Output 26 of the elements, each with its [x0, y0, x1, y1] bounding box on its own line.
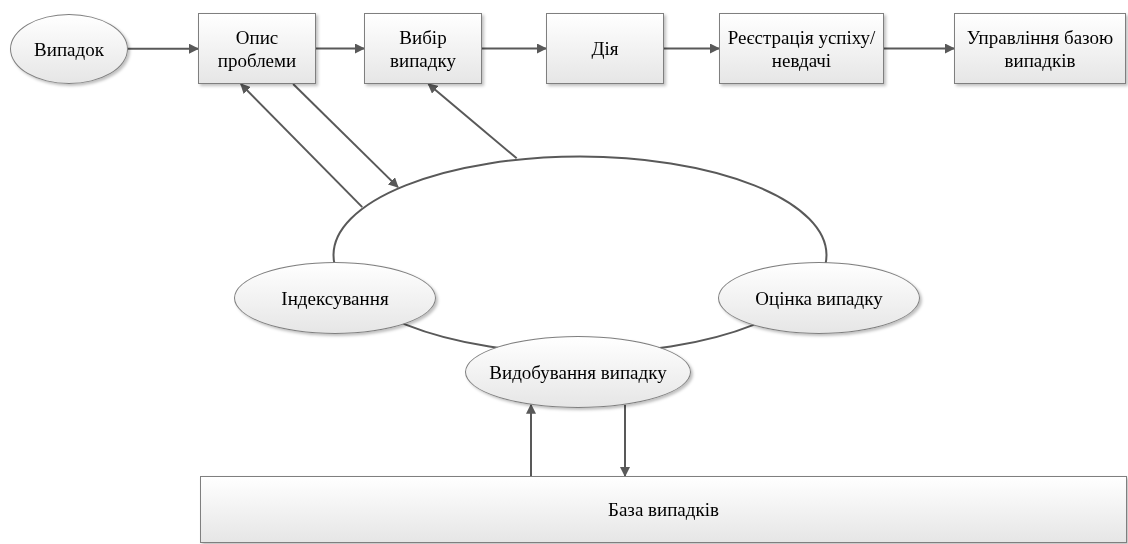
- arrow: [127, 43, 199, 54]
- arrow: [239, 83, 364, 209]
- arrow: [427, 83, 518, 160]
- arrow: [663, 43, 720, 54]
- process-box: [954, 13, 1126, 84]
- arrow: [481, 43, 547, 54]
- process-box: [198, 13, 316, 84]
- node-label: Дія: [591, 37, 619, 60]
- process-box: [719, 13, 884, 84]
- node-label: Управління базою випадків: [965, 25, 1115, 72]
- arrow: [315, 43, 365, 54]
- process-box: [546, 13, 664, 84]
- process-box: [364, 13, 482, 84]
- arrow: [883, 43, 955, 54]
- node-label: Опис проблеми: [216, 25, 298, 72]
- arrow: [292, 83, 399, 189]
- node-label: Реєстрація успіху/невдачі: [726, 25, 877, 72]
- node-label: База випадків: [608, 498, 719, 521]
- node-label: Індексування: [281, 286, 389, 310]
- node-label: Випадок: [34, 37, 104, 61]
- arrow: [620, 403, 630, 477]
- process-box: [200, 476, 1127, 543]
- node-label: Оцінка випадку: [755, 286, 883, 310]
- node-label: Вибір випадку: [389, 25, 457, 72]
- arrow: [526, 403, 536, 477]
- node-label: Видобування випадку: [489, 360, 667, 384]
